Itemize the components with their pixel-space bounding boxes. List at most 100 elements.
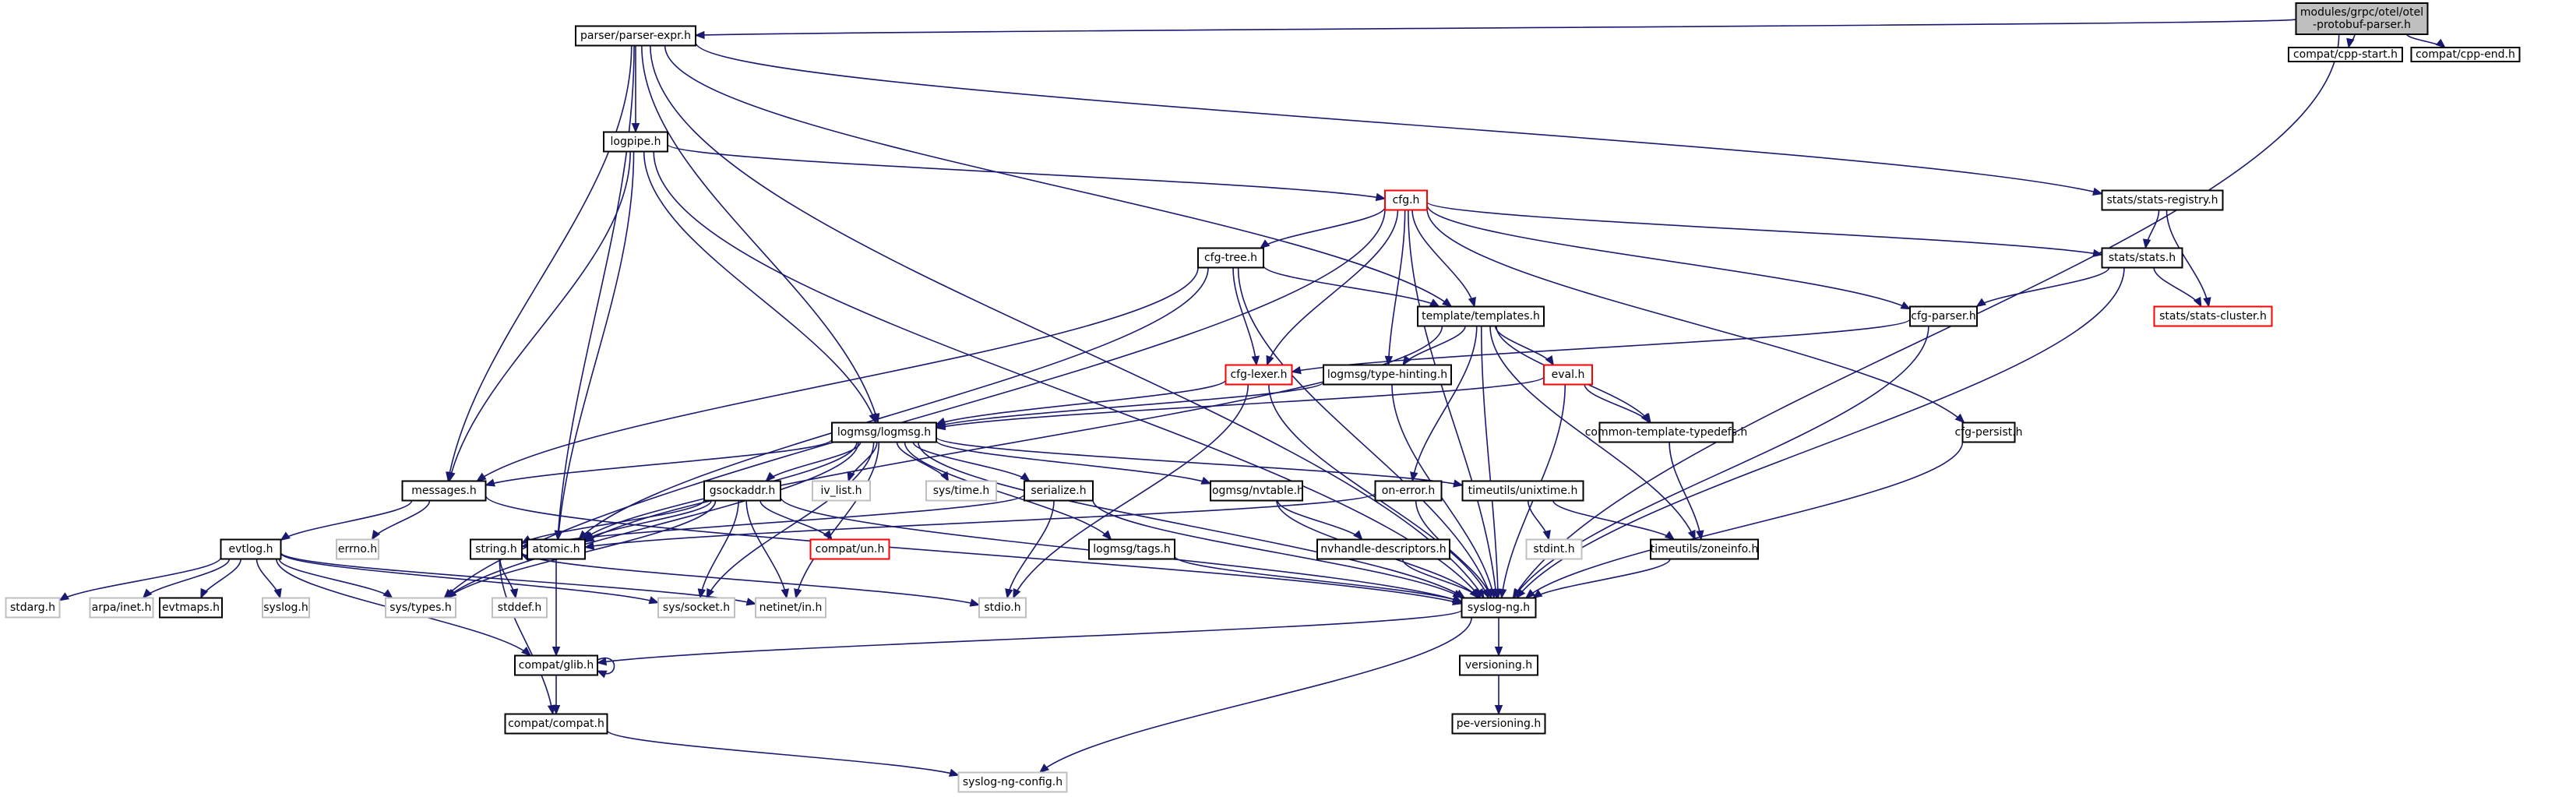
node-cpp-start[interactable]: compat/cpp-start.h (2288, 47, 2403, 62)
node-root[interactable]: modules/grpc/otel/otel-protobuf-parser.h (2295, 2, 2429, 35)
node-syslog-ng-config[interactable]: syslog-ng-config.h (957, 771, 1068, 793)
node-cpp-end[interactable]: compat/cpp-end.h (2410, 47, 2521, 62)
edge-arrowhead-icon (1259, 239, 1270, 249)
node-eval[interactable]: eval.h (1543, 364, 1593, 386)
node-parser-expr[interactable]: parser/parser-expr.h (575, 25, 696, 47)
node-atomic[interactable]: atomic.h (527, 538, 586, 560)
node-sys-types[interactable]: sys/types.h (385, 597, 456, 619)
edge-line (143, 559, 231, 599)
node-box (492, 597, 548, 619)
node-cfg-persist[interactable]: cfg-persist.h (1954, 421, 2023, 443)
node-stats-registry[interactable]: stats/stats-registry.h (2101, 189, 2224, 211)
node-cfg-tree[interactable]: cfg-tree.h (1197, 247, 1264, 269)
node-on-error[interactable]: on-error.h (1374, 480, 1443, 502)
node-netinet-in[interactable]: netinet/in.h (755, 597, 826, 619)
edge-evtlog-to-stdarg (58, 556, 222, 601)
node-versioning[interactable]: versioning.h (1459, 654, 1538, 676)
node-stdint[interactable]: stdint.h (1525, 538, 1583, 560)
node-box (470, 538, 523, 560)
edge-line (584, 500, 712, 541)
node-nvtable[interactable]: logmsg/nvtable.h (1209, 480, 1304, 502)
edge-arrowhead-icon (1442, 298, 1453, 308)
node-arpa-inet[interactable]: arpa/inet.h (89, 597, 154, 619)
node-label: on-error.h (1382, 485, 1435, 497)
edge-arrowhead-icon (1494, 705, 1503, 715)
node-sys-time[interactable]: sys/time.h (925, 480, 997, 502)
edge-arrowhead-icon (1291, 365, 1302, 375)
node-nvhandle-descriptors[interactable]: nvhandle-descriptors.h (1316, 538, 1450, 560)
edge-arrowhead-icon (1494, 647, 1503, 657)
edge-line (1426, 204, 1911, 310)
edge-arrowhead-icon (940, 471, 950, 482)
node-compat-glib[interactable]: compat/glib.h (514, 654, 598, 676)
edge-templates-to-syslog_ng (1480, 326, 1503, 599)
edge-arrowhead-icon (2193, 296, 2202, 308)
node-gsockaddr[interactable]: gsockaddr.h (703, 480, 781, 502)
node-syslog[interactable]: syslog.h (262, 597, 310, 619)
edge-arrowhead-icon (382, 589, 393, 599)
node-cfg-lexer[interactable]: cfg-lexer.h (1225, 364, 1293, 386)
edge-line (1411, 210, 1475, 307)
node-label: cfg-persist.h (1954, 426, 2022, 439)
node-compat-compat[interactable]: compat/compat.h (504, 713, 608, 735)
edge-line (476, 267, 1199, 482)
node-box (1461, 597, 1537, 619)
node-syslog-ng[interactable]: syslog-ng.h (1461, 597, 1537, 619)
node-templates[interactable]: template/templates.h (1417, 305, 1545, 327)
node-cfg[interactable]: cfg.h (1384, 189, 1428, 211)
node-box (1525, 538, 1583, 560)
node-messages[interactable]: messages.h (401, 480, 487, 502)
edge-arrowhead-icon (521, 646, 532, 657)
node-stats[interactable]: stats/stats.h (2101, 247, 2183, 269)
edge-arrowhead-icon (745, 598, 757, 606)
node-stdio[interactable]: stdio.h (978, 597, 1027, 619)
edge-arrowhead-icon (1013, 587, 1021, 599)
edge-logmsg-to-netinet_in (794, 442, 880, 599)
edge-line (650, 45, 1485, 598)
node-string[interactable]: string.h (470, 538, 523, 560)
edge-arrowhead-icon (1375, 192, 1387, 202)
edge-line (667, 143, 1386, 199)
node-iv-list[interactable]: iv_list.h (812, 480, 871, 502)
node-errno[interactable]: errno.h (336, 538, 379, 560)
node-label: stats/stats-registry.h (2106, 194, 2218, 206)
edge-evtlog-to-syslog (255, 559, 282, 599)
edge-evtlog-to-netinet_in (280, 552, 757, 606)
edge-parser_expr-to-atomic (554, 45, 635, 541)
edge-logmsg-to-nvtable (936, 440, 1212, 485)
node-label: sys/socket.h (663, 601, 730, 614)
edge-cfg-to-cfg_parser (1426, 204, 1912, 310)
edge-logmsg-to-messages (485, 439, 833, 487)
node-label: syslog-ng.h (1468, 601, 1530, 614)
node-cfg-parser[interactable]: cfg-parser.h (1909, 305, 1978, 327)
node-unixtime[interactable]: timeutils/unixtime.h (1461, 480, 1584, 502)
node-compat-un[interactable]: compat/un.h (809, 538, 890, 560)
node-box (812, 480, 871, 502)
edge-line (936, 440, 1211, 485)
node-stddef[interactable]: stddef.h (492, 597, 548, 619)
node-label: timeutils/zoneinfo.h (1651, 543, 1759, 555)
edge-arrowhead-icon (948, 768, 960, 777)
node-box (1417, 305, 1545, 327)
edge-line (1232, 267, 1257, 365)
node-pe-versioning[interactable]: pe-versioning.h (1451, 713, 1546, 735)
node-tags[interactable]: logmsg/tags.h (1088, 538, 1175, 560)
node-serialize[interactable]: serialize.h (1024, 480, 1094, 502)
node-stats-cluster[interactable]: stats/stats-cluster.h (2153, 305, 2273, 327)
node-logpipe[interactable]: logpipe.h (603, 131, 668, 153)
edge-arrowhead-icon (1451, 594, 1463, 603)
edge-line (557, 45, 635, 540)
edge-line (936, 436, 1463, 486)
nodes-layer: modules/grpc/otel/otel-protobuf-parser.h… (5, 2, 2521, 793)
node-sys-socket[interactable]: sys/socket.h (657, 597, 735, 619)
node-evtmaps[interactable]: evtmaps.h (159, 597, 223, 619)
node-logmsg[interactable]: logmsg/logmsg.h (831, 421, 937, 443)
node-evtlog[interactable]: evtlog.h (220, 538, 282, 560)
edge-parser_expr-to-templates (664, 45, 1453, 308)
node-common-template-typedefs[interactable]: common-template-typedefs.h (1585, 421, 1748, 443)
node-stdarg[interactable]: stdarg.h (5, 597, 61, 619)
node-type-hinting[interactable]: logmsg/type-hinting.h (1323, 364, 1452, 386)
edge-arrowhead-icon (1954, 413, 1965, 424)
node-zoneinfo[interactable]: timeutils/zoneinfo.h (1650, 538, 1759, 560)
